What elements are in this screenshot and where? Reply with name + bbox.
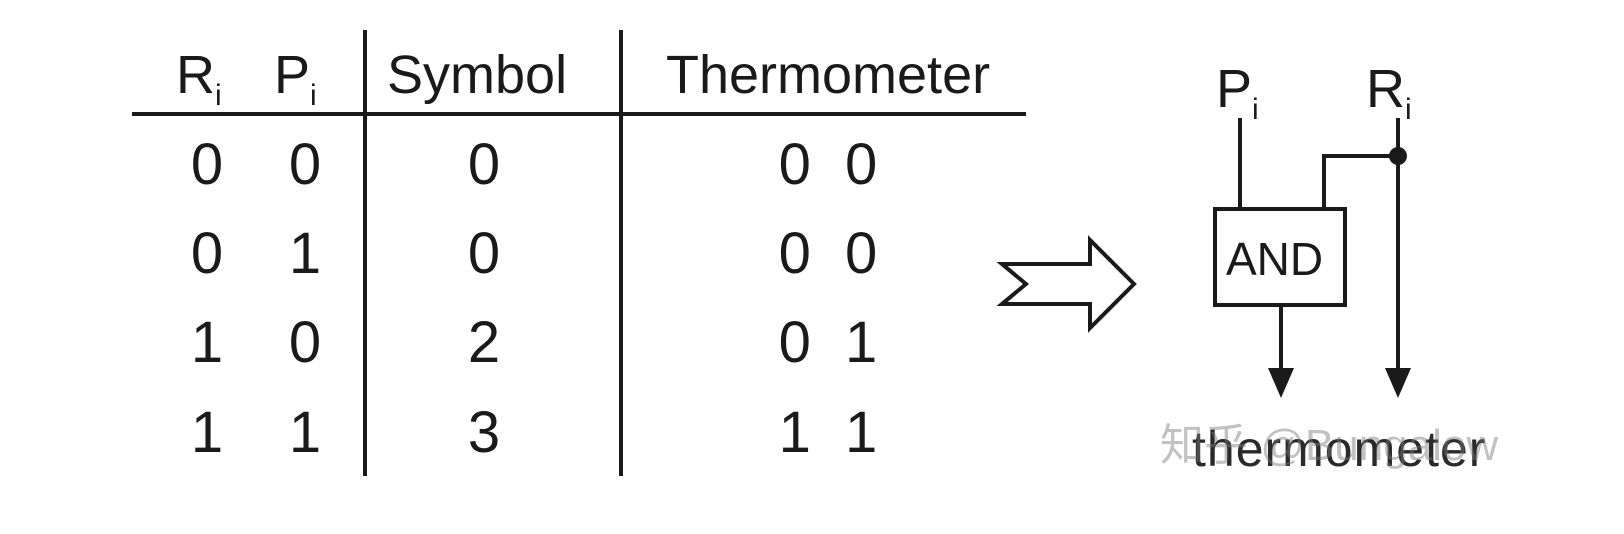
row-3-symbol: 2	[467, 310, 501, 375]
row-4-r: 1	[190, 400, 224, 465]
header-p-text: P	[274, 45, 311, 105]
row-1-p: 0	[288, 132, 322, 197]
header-thermometer: Thermometer	[666, 45, 991, 105]
circuit-input-p-text: P	[1216, 59, 1253, 119]
circuit-input-r-subscript: i	[1405, 93, 1412, 126]
circuit-input-r: Ri	[1366, 62, 1412, 125]
junction-dot	[1389, 147, 1407, 165]
r-output-arrowhead-icon	[1385, 368, 1411, 398]
circuit-input-p-subscript: i	[1252, 93, 1259, 126]
transform-arrow-icon	[996, 235, 1137, 333]
circuit-input-p: Pi	[1216, 62, 1259, 125]
circuit-input-r-text: R	[1366, 59, 1405, 119]
and-gate-box	[1213, 207, 1347, 307]
and-gate-label: AND	[1226, 233, 1324, 285]
watermark: 知乎 @Bungalow	[1160, 421, 1499, 470]
column-divider-right	[619, 30, 623, 476]
header-r-subscript: i	[215, 79, 222, 112]
row-3-p: 0	[288, 310, 322, 375]
header-r: Ri	[176, 48, 222, 111]
row-4-symbol: 3	[467, 400, 501, 465]
row-1-symbol: 0	[467, 132, 501, 197]
row-4-thermometer: 1 1	[778, 400, 878, 465]
header-p-subscript: i	[310, 79, 317, 112]
row-2-p: 1	[288, 221, 322, 286]
row-4-p: 1	[288, 400, 322, 465]
r-branch-wire	[1322, 154, 1398, 209]
row-3-thermometer: 0 1	[778, 310, 878, 375]
row-2-r: 0	[190, 221, 224, 286]
gate-output-arrowhead-icon	[1268, 368, 1294, 398]
header-rule	[132, 112, 1026, 116]
row-1-thermometer: 0 0	[778, 132, 878, 197]
row-3-r: 1	[190, 310, 224, 375]
column-divider-left	[363, 30, 367, 476]
header-r-text: R	[176, 45, 215, 105]
output-label: thermometer	[1192, 421, 1487, 477]
header-symbol: Symbol	[387, 45, 568, 105]
row-2-thermometer: 0 0	[778, 221, 878, 286]
header-p: Pi	[274, 48, 317, 111]
row-2-symbol: 0	[467, 221, 501, 286]
row-1-r: 0	[190, 132, 224, 197]
